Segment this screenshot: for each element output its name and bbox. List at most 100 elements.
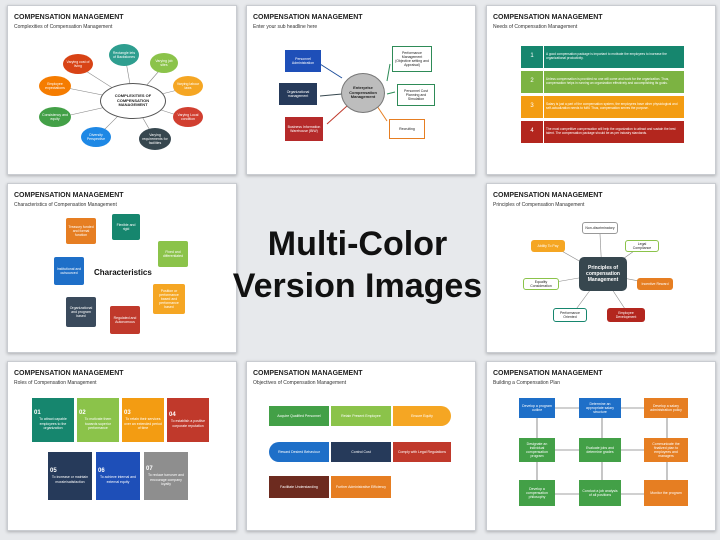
node-1: Rectangle lets of Backstones [109, 44, 139, 66]
plan-step-3: Develop a salary administration policy [644, 398, 688, 418]
principle-4: Employee Development [607, 308, 645, 322]
slide-subtitle: Characteristics of Compensation Manageme… [14, 202, 117, 208]
role-number: 03 [124, 410, 131, 417]
center-node: Enterprise Compensation Management [341, 73, 385, 113]
node-7: Consistency and equity [39, 107, 71, 127]
slide-subtitle: Roles of Compensation Management [14, 380, 97, 386]
need-number-3: 3 [521, 96, 543, 118]
plan-step-7: Develop a compensation philosophy [519, 480, 555, 506]
slide-title: COMPENSATION MANAGEMENT [14, 370, 124, 377]
slide-building-plan[interactable]: COMPENSATION MANAGEMENT Building a Compe… [486, 361, 716, 531]
flow-arrows [536, 407, 668, 495]
role-number: 02 [79, 410, 86, 417]
need-text-4: The most competitive compensation will h… [544, 121, 684, 143]
slide-subtitle: Needs of Compensation Management [493, 24, 578, 30]
plan-step-6: Communicate the finalized plan to employ… [644, 438, 688, 462]
plan-step-8: Conduct a job analysis of all positions [579, 480, 621, 506]
slide-characteristics[interactable]: COMPENSATION MANAGEMENT Characteristics … [7, 183, 237, 353]
note-6: Organizational and program based [66, 297, 96, 327]
role-number: 06 [98, 468, 105, 475]
role-text: To attract capable employees to the orga… [39, 417, 67, 430]
center-node: Principles of compensation Management [579, 257, 627, 291]
slide-title: COMPENSATION MANAGEMENT [14, 192, 124, 199]
node-8: Employee expectations [39, 76, 71, 96]
role-text: To motivate them towards superior perfor… [84, 417, 112, 430]
role-text: To increase or maintain morale/satisfact… [51, 475, 89, 484]
slide-roles[interactable]: COMPENSATION MANAGEMENT Roles of Compens… [7, 361, 237, 531]
node-6: Diversity Perspective [81, 127, 111, 147]
objective-row-3-a: Facilitate Understanding [269, 476, 329, 498]
slide-needs[interactable]: COMPENSATION MANAGEMENT Needs of Compens… [486, 5, 716, 175]
slide-title: COMPENSATION MANAGEMENT [253, 370, 363, 377]
objective-row-2-b: Control Cost [331, 442, 391, 462]
need-number-4: 4 [521, 121, 543, 143]
center-label: Characteristics [94, 268, 152, 277]
role-number: 05 [50, 468, 57, 475]
slide-title: COMPENSATION MANAGEMENT [253, 14, 363, 21]
role-text: To achieve internal and external equity [100, 475, 136, 484]
note-7: Institutional and outsourced [54, 257, 84, 285]
slide-subtitle: Complexities of Compensation Management [14, 24, 113, 30]
principle-5: Performance Oriented [553, 308, 587, 322]
objective-row-1-c: Ensure Equity [393, 406, 451, 426]
node-5: Business Information Warehouse (BIW) [285, 117, 323, 141]
principle-3: Incentive Reward [637, 278, 673, 290]
connector-arrows [319, 63, 396, 125]
node-2: Varying job sites [150, 53, 178, 73]
role-number: 04 [169, 412, 176, 419]
node-4: Varying Local condition [173, 107, 203, 127]
caption-line-2: Version Images [232, 267, 483, 305]
role-text: To establish a positive corporate reputa… [170, 419, 206, 428]
note-5: Regulated and Autonomous [110, 306, 140, 334]
slide-subtitle: Building a Compensation Plan [493, 380, 560, 386]
need-number-1: 1 [521, 46, 543, 68]
slide-enterprise[interactable]: COMPENSATION MANAGEMENT Enter your sub h… [246, 5, 476, 175]
center-node: COMPLEXITIES OF COMPENSATION MANAGEMENT [100, 83, 166, 119]
role-text: To retain their services over an extende… [124, 417, 162, 430]
role-number: 01 [34, 410, 41, 417]
role-number: 07 [146, 466, 153, 473]
caption-line-1: Multi-Color [267, 224, 448, 263]
role-text: To reduce turnover and encourage company… [148, 473, 184, 486]
principle-2: Legal Compliance [625, 240, 659, 252]
objective-row-1-a: Acquire Qualified Personnel [269, 406, 329, 426]
plan-step-2: Determine an appropriate salary structur… [579, 398, 621, 418]
principle-1: Non-discriminatory [582, 222, 618, 234]
node-2: Performance Management (Objective settin… [392, 46, 432, 72]
need-text-2: Unless compensation is provided no one w… [544, 71, 684, 93]
slide-principles[interactable]: COMPENSATION MANAGEMENT Principles of Co… [486, 183, 716, 353]
node-3: Varying labour laws [173, 76, 203, 96]
slide-subtitle: Objectives of Compensation Management [253, 380, 347, 386]
plan-step-9: Monitor the program [644, 480, 688, 506]
principle-7: Ability To Pay [531, 240, 565, 252]
node-4: Personnel Cost Planning and Simulation [397, 84, 435, 106]
slide-title: COMPENSATION MANAGEMENT [493, 370, 603, 377]
note-2: Flexible and rigid [112, 214, 140, 240]
node-6: Recruiting [389, 119, 425, 139]
need-text-1: A good compensation package is important… [544, 46, 684, 68]
note-3: Fixed and differentiated [158, 241, 188, 267]
principle-6: Equality Consideration [523, 278, 559, 290]
objective-row-1-b: Retain Present Employee [331, 406, 391, 426]
node-1: Personnel Administration [285, 50, 321, 72]
need-number-2: 2 [521, 71, 543, 93]
need-text-3: Salary is just a part of the compensatio… [544, 96, 684, 118]
plan-step-5: Evaluate jobs and determine grades [579, 438, 621, 462]
slide-title: COMPENSATION MANAGEMENT [493, 14, 603, 21]
slide-title: COMPENSATION MANAGEMENT [14, 14, 124, 21]
slide-objectives[interactable]: COMPENSATION MANAGEMENT Objectives of Co… [246, 361, 476, 531]
slide-complexities[interactable]: COMPENSATION MANAGEMENT Complexities of … [7, 5, 237, 175]
slide-subtitle: Enter your sub headline here [253, 24, 318, 30]
slide-subtitle: Principles of Compensation Management [493, 202, 585, 208]
node-5: Varying requirements for facilities [139, 128, 171, 150]
note-4: Position or performance based and perfor… [153, 284, 185, 314]
objective-row-2-c: Comply with Legal Regulations [393, 442, 451, 462]
slide-title: COMPENSATION MANAGEMENT [493, 192, 603, 199]
plan-step-1: Develop a program outline [519, 398, 555, 418]
